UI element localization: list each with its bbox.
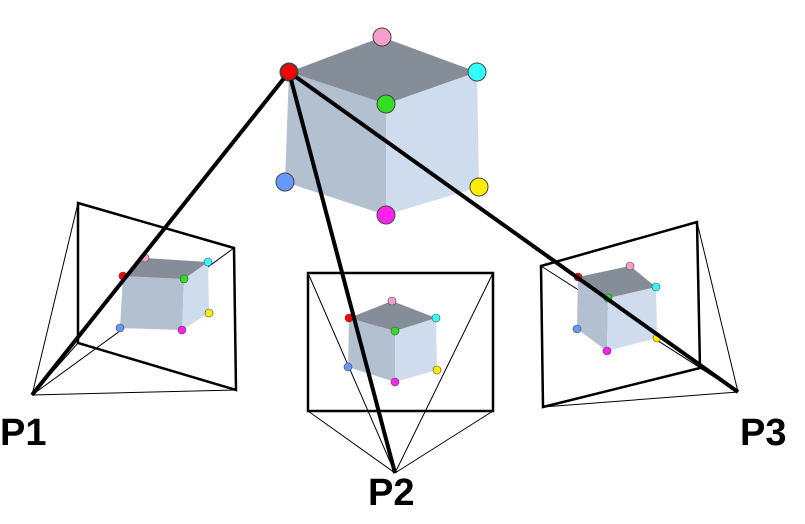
image-cube-p1-left-face xyxy=(120,276,184,330)
projection-ray-p3 xyxy=(287,70,740,394)
camera-p2-image-plane xyxy=(306,271,495,413)
image-cube-p1-top-face xyxy=(123,258,208,279)
image-cube-p3-vertex-magenta xyxy=(602,346,612,356)
image-cube-p3-right-face xyxy=(607,287,657,351)
image-cube-p1-vertex-green xyxy=(179,274,189,284)
camera-label-p2: P2 xyxy=(368,472,415,514)
world-cube-vertex-pink xyxy=(372,27,392,47)
camera-p2-frustum-line xyxy=(307,410,396,474)
image-cube-p3-vertex-blue xyxy=(572,324,582,334)
world-cube-vertex-red-top xyxy=(280,63,298,81)
image-cube-p1-vertex-cyan xyxy=(203,257,213,267)
image-cube-p1-vertex-magenta xyxy=(177,325,187,335)
image-cube-p2-vertex-green xyxy=(390,326,400,336)
projection-ray-p1 xyxy=(30,70,291,397)
world-cube-vertex-magenta xyxy=(376,205,396,225)
image-cube-p2-vertex-yellow xyxy=(432,365,442,375)
world-cube-right-face xyxy=(386,72,479,215)
image-cube-p1-vertex-blue xyxy=(115,323,125,333)
camera-p1-image-plane xyxy=(76,201,238,392)
camera-p1-frustum-line xyxy=(31,389,237,396)
image-cube-p2-vertex-pink xyxy=(387,296,397,306)
camera-p3-image-plane xyxy=(539,220,702,409)
image-cube-p2-vertex-magenta xyxy=(390,377,400,387)
world-cube-vertex-blue xyxy=(275,172,295,192)
world-cube-vertex-green xyxy=(376,94,396,114)
image-cube-p2-top-face xyxy=(349,301,436,331)
camera-p2-frustum-line xyxy=(394,410,494,474)
world-cube-top-face xyxy=(289,37,477,104)
world-cube-vertex-yellow xyxy=(469,177,489,197)
image-cube-p2-vertex-cyan xyxy=(431,313,441,323)
camera-p1-frustum-line xyxy=(31,202,79,396)
image-cube-p1-right-face xyxy=(182,262,209,330)
camera-p3-frustum-line xyxy=(696,221,739,393)
world-cube-left-face xyxy=(285,72,386,215)
image-cube-p3-vertex-cyan xyxy=(651,282,661,292)
camera-label-p3: P3 xyxy=(740,412,787,454)
image-cube-p3-vertex-pink xyxy=(625,261,635,271)
image-cube-p1-vertex-yellow xyxy=(204,308,214,318)
camera-p3-frustum-line xyxy=(542,391,739,408)
camera-p2-frustum-line xyxy=(394,272,494,474)
camera-label-p1: P1 xyxy=(0,412,47,454)
projection-ray-p2 xyxy=(287,71,397,474)
camera-p2-frustum-line xyxy=(307,272,396,474)
image-cube-p2-right-face xyxy=(395,318,437,382)
image-cube-p2-vertex-blue xyxy=(343,362,353,372)
world-cube-vertex-cyan xyxy=(467,62,487,82)
